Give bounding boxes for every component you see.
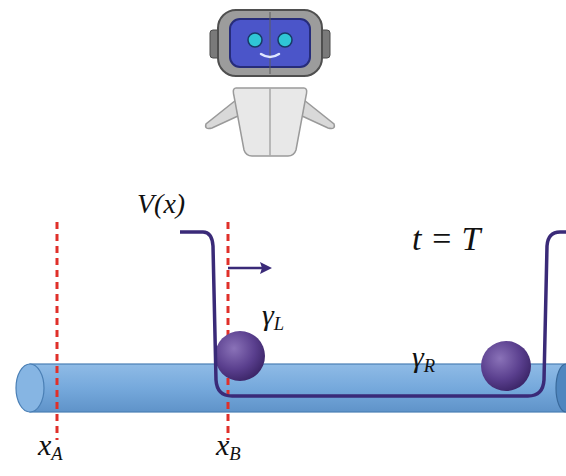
position-label: xB: [216, 430, 241, 464]
robot-icon: [206, 10, 335, 156]
function-label: V(x): [137, 190, 185, 218]
position-marker: [227, 222, 230, 440]
motion-arrow: [228, 262, 272, 274]
position-marker: [56, 222, 59, 440]
sphere: [215, 331, 265, 381]
mode-label: γL: [262, 300, 284, 334]
mode-label: γR: [412, 342, 435, 376]
sphere: [481, 341, 531, 391]
time-label: t = T: [412, 222, 480, 256]
position-label: xA: [38, 430, 63, 464]
potential-curve: [180, 232, 566, 396]
